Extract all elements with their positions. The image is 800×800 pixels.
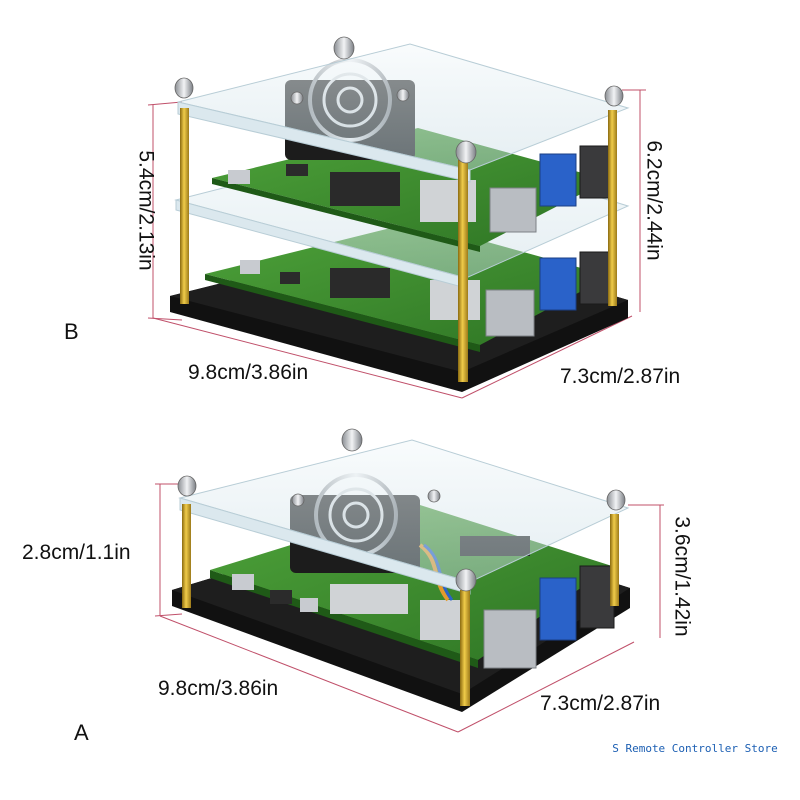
- case-a-usb3-ports: [539, 577, 577, 641]
- case-b-height-left-label: 5.4cm/2.13in: [134, 150, 158, 271]
- case-a-letter: A: [74, 720, 89, 745]
- case-a-screws: [177, 428, 626, 592]
- case-b-letter: B: [64, 319, 79, 344]
- case-b-dimension-lines: [147, 89, 646, 399]
- case-a-illustration: [154, 428, 664, 733]
- case-b-illustration: [147, 36, 646, 399]
- case-b-length-label: 9.8cm/3.86in: [188, 361, 309, 384]
- case-a-standoffs: [182, 504, 619, 706]
- case-b-height-right-label: 6.2cm/2.44in: [642, 140, 666, 261]
- case-b-standoffs: [180, 108, 617, 382]
- case-a-usb2-ports: [579, 565, 615, 629]
- case-b-top-acrylic: [177, 43, 630, 171]
- store-watermark: S Remote Controller Store: [590, 736, 800, 762]
- case-a-dimension-lines: [154, 483, 664, 733]
- case-b-width-label: 7.3cm/2.87in: [560, 365, 681, 388]
- case-a-length-label: 9.8cm/3.86in: [158, 677, 279, 700]
- case-a-ethernet-port: [483, 609, 537, 669]
- case-a-height-right-label: 3.6cm/1.42in: [670, 516, 694, 637]
- case-a-width-label: 7.3cm/2.87in: [540, 692, 661, 715]
- case-b-screws: [174, 36, 624, 164]
- case-a-height-left-label: 2.8cm/1.1in: [22, 541, 131, 564]
